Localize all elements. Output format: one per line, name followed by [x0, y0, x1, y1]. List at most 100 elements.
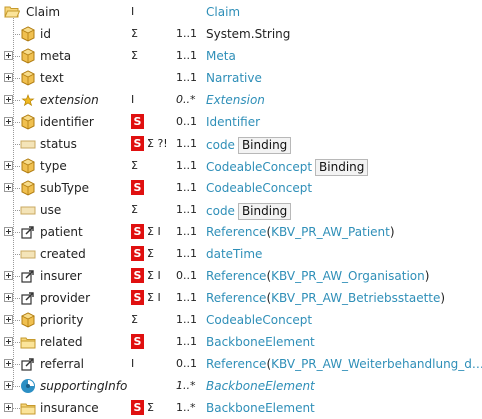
paren: ) — [424, 269, 430, 283]
element-name: referral — [40, 357, 85, 371]
expand-toggle[interactable] — [4, 51, 13, 60]
flags: Σ — [131, 202, 138, 218]
element-name: insurer — [40, 269, 82, 283]
flag-symbols: Σ — [131, 27, 138, 40]
tree-branch-line — [13, 100, 20, 101]
element-name: priority — [40, 313, 84, 327]
expand-toggle[interactable] — [4, 293, 13, 302]
expand-toggle[interactable] — [4, 359, 13, 368]
type-link[interactable]: BackboneElement — [206, 335, 315, 349]
tree-branch-line — [13, 56, 20, 57]
cube-icon — [20, 114, 36, 130]
expand-toggle[interactable] — [4, 337, 13, 346]
binding-button[interactable]: Binding — [237, 137, 292, 154]
reference-target-link[interactable]: KBV_PR_AW_Weiterbehandlung_d… — [271, 357, 482, 371]
type-link[interactable]: CodeableConcept — [206, 160, 313, 174]
binding-button[interactable]: Binding — [237, 203, 292, 220]
type-link[interactable]: CodeableConcept — [206, 313, 313, 327]
flags: I — [131, 92, 134, 108]
type-link[interactable]: Reference — [206, 291, 267, 305]
element-name: Claim — [26, 5, 61, 19]
type-cell: CodeableConcept — [206, 313, 312, 327]
type-link[interactable]: code — [206, 204, 235, 218]
expand-toggle[interactable] — [4, 95, 13, 104]
must-support-badge: S — [131, 290, 144, 305]
flag-symbols: Σ ?! — [147, 137, 168, 150]
cube-icon — [20, 48, 36, 64]
flag-symbols: Σ — [131, 159, 138, 172]
type-link[interactable]: Claim — [206, 5, 241, 19]
cardinality: 0..* — [176, 93, 196, 106]
cardinality: 1..1 — [176, 71, 197, 84]
type-cell: Identifier — [206, 115, 260, 129]
flag-symbols: I — [131, 357, 135, 370]
expand-toggle[interactable] — [4, 183, 13, 192]
type-link[interactable]: Meta — [206, 49, 236, 63]
folder-icon — [20, 334, 36, 350]
type-link[interactable]: Reference — [206, 357, 267, 371]
expand-toggle[interactable] — [4, 271, 13, 280]
element-name: use — [40, 203, 62, 217]
expand-toggle[interactable] — [4, 73, 13, 82]
type-link[interactable]: code — [206, 138, 235, 152]
type-link[interactable]: Reference — [206, 269, 267, 283]
reference-target-link[interactable]: KBV_PR_AW_Betriebsstaette — [271, 291, 441, 305]
tree-branch-line — [13, 364, 20, 365]
type-cell: Extension — [206, 93, 265, 107]
type-cell: BackboneElement — [206, 379, 315, 393]
element-name: patient — [40, 225, 83, 239]
type-link[interactable]: BackboneElement — [206, 379, 315, 393]
must-support-badge: S — [131, 268, 144, 283]
flag-symbols: Σ — [131, 203, 138, 216]
type-link[interactable]: Reference — [206, 225, 267, 239]
expand-toggle[interactable] — [4, 227, 13, 236]
type-link[interactable]: CodeableConcept — [206, 181, 313, 195]
type-link[interactable]: Narrative — [206, 71, 262, 85]
element-name: insurance — [40, 401, 99, 415]
type-link[interactable]: BackboneElement — [206, 401, 315, 415]
expand-toggle[interactable] — [4, 161, 13, 170]
type-link[interactable]: Extension — [206, 93, 265, 107]
type-link[interactable]: Identifier — [206, 115, 261, 129]
expand-toggle[interactable] — [4, 403, 13, 412]
flag-symbols: Σ I — [147, 269, 161, 282]
reference-target-link[interactable]: KBV_PR_AW_Patient — [271, 225, 390, 239]
star-icon — [20, 92, 36, 108]
expand-toggle[interactable] — [4, 315, 13, 324]
type-link[interactable]: dateTime — [206, 247, 263, 261]
paren: ( — [266, 269, 272, 283]
flag-symbols: Σ — [131, 313, 138, 326]
binding-button[interactable]: Binding — [315, 159, 369, 176]
expand-toggle[interactable] — [4, 117, 13, 126]
expand-toggle[interactable] — [4, 381, 13, 390]
cardinality: 1..1 — [176, 291, 197, 304]
reference-target-link[interactable]: KBV_PR_AW_Organisation — [271, 269, 425, 283]
tree-guide-line — [13, 18, 14, 387]
flags: S — [131, 334, 147, 350]
type-cell: Narrative — [206, 71, 262, 85]
flag-symbols: Σ — [147, 247, 154, 260]
